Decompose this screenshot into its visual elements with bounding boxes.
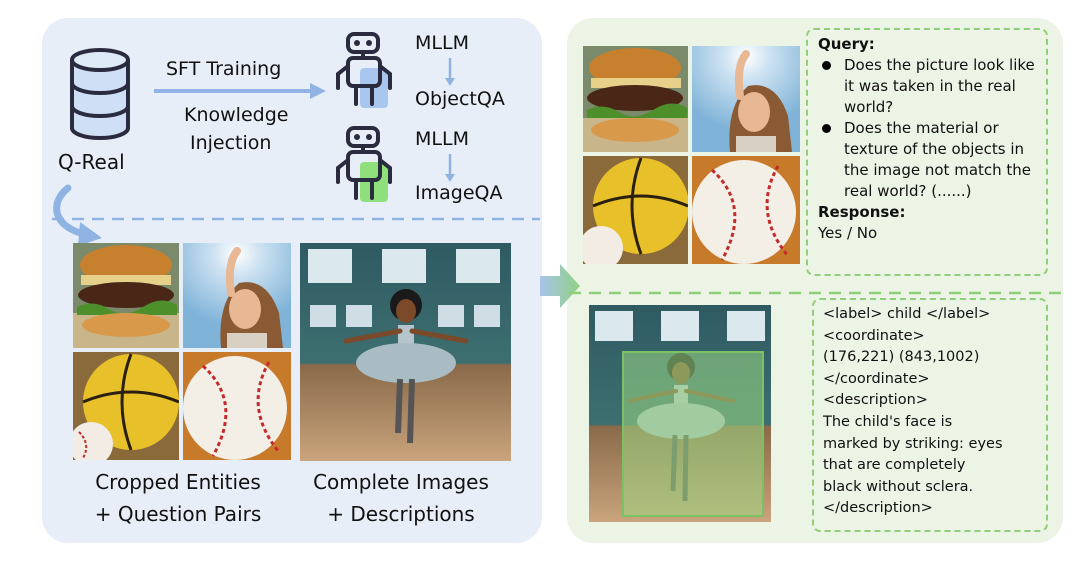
injection-label: Injection [190,132,272,154]
question-item: Does the picture look like it was taken … [818,55,1042,118]
girl-tile-right [692,46,800,152]
query-title: Query: [818,35,875,53]
ballerina-image [300,243,511,461]
objectqa-label: ObjectQA [415,88,505,110]
burger-tile [73,243,179,348]
query-box: Query: Does the picture look like it was… [806,28,1048,276]
ballerina-grounded-image [589,305,771,522]
bounding-box [622,351,764,517]
robot-icon-objectqa [336,32,392,108]
caption-cropped-2: + Question Pairs [94,502,262,526]
curved-arrow [53,184,102,246]
mllm-label-top: MLLM [415,32,469,54]
baseball-tile [183,352,291,460]
sft-arrow [154,83,326,99]
right-divider [569,291,1061,295]
caption-cropped-1: Cropped Entities [95,470,261,494]
girl-tile [183,243,291,348]
response-text: Yes / No [818,224,878,242]
response-title: Response: [818,203,906,221]
basketball-tile [73,352,179,460]
bullet-icon [822,61,831,70]
basketball-tile-right [583,156,688,264]
database-icon [70,48,130,140]
imageqa-label: ImageQA [415,182,503,204]
robot-icon-imageqa [336,126,392,202]
caption-complete-1: Complete Images [313,470,489,494]
mllm-arrow-top [445,58,455,86]
transition-arrow [540,264,580,308]
sft-training-label: SFT Training [166,58,282,80]
database-label: Q-Real [58,150,125,174]
grounded-text: <label> child </label> <coordinate> (176… [823,306,1003,517]
mllm-label-bottom: MLLM [415,128,469,150]
description-box: <label> child </label> <coordinate> (176… [812,298,1048,532]
mllm-arrow-bottom [445,154,455,182]
bullet-icon [822,124,831,133]
burger-tile-right [583,46,688,152]
left-divider [52,217,540,221]
caption-complete-2: + Descriptions [327,502,475,526]
question-item: Does the material or texture of the obje… [818,118,1042,202]
baseball-tile-right [692,156,800,264]
knowledge-label: Knowledge [184,104,289,126]
